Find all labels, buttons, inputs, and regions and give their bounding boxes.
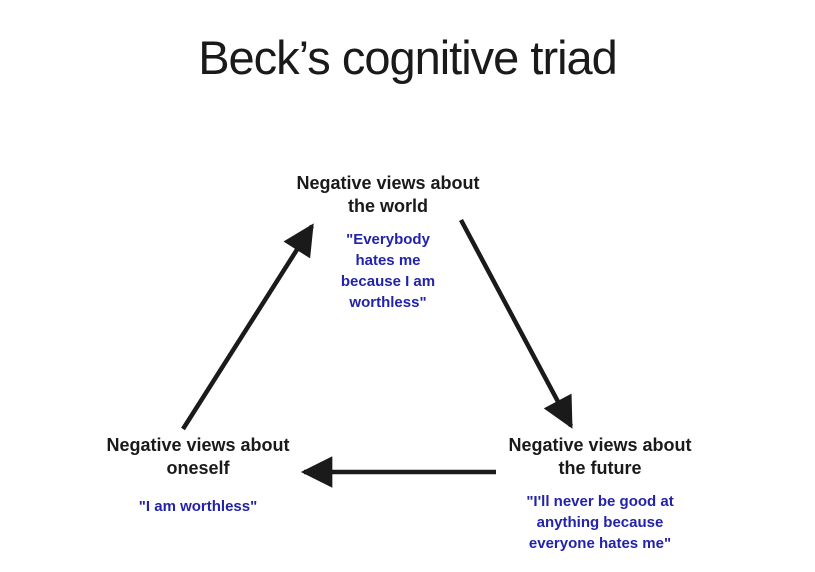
node-oneself-quote: "I am worthless" [138, 498, 258, 515]
arrow-oneself-to-world [181, 223, 314, 431]
node-future-label: Negative views about the future [508, 435, 692, 478]
node-future-quote: "I'll never be good at anything because … [526, 493, 674, 552]
node-world-label: Negative views about the world [296, 173, 480, 216]
node-oneself-label: Negative views about oneself [106, 435, 290, 478]
arrow-world-to-future [459, 218, 573, 429]
node-world-quote: "Everybody hates me because I am worthle… [340, 231, 436, 311]
node-future: Negative views about the future "I'll ne… [480, 434, 720, 554]
page-title: Beck’s cognitive triad [198, 31, 618, 84]
node-oneself: Negative views about oneself "I am worth… [78, 434, 318, 517]
node-world: Negative views about the world "Everybod… [268, 172, 508, 313]
